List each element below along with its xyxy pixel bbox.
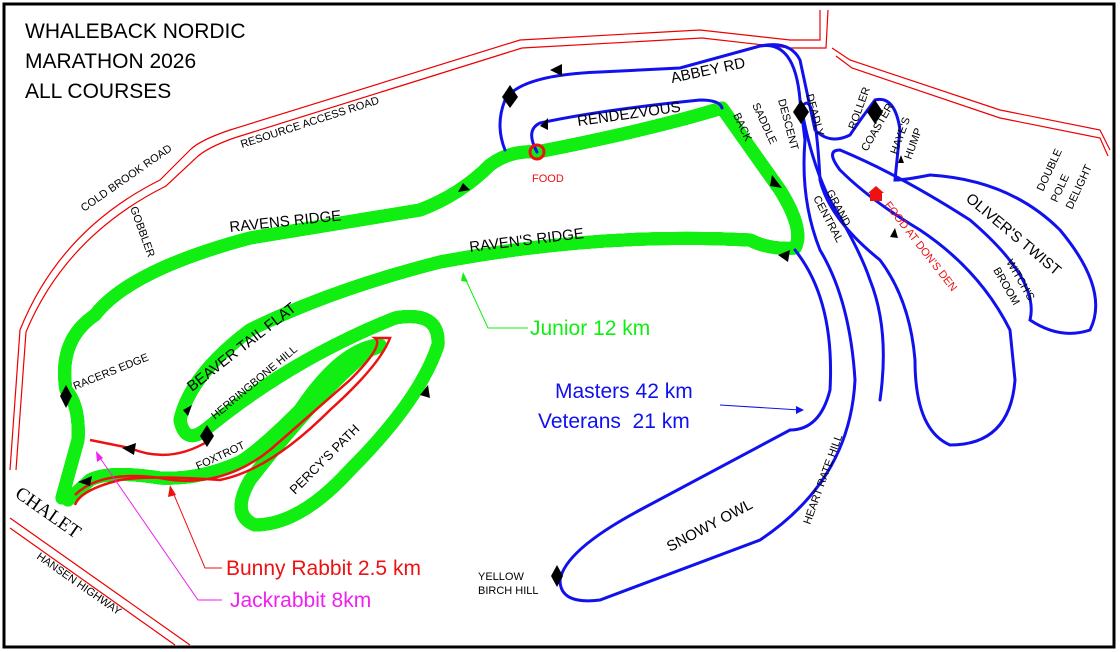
black-diamond-icon — [867, 100, 883, 124]
trail-label: YELLOW — [478, 571, 524, 583]
arrow-icon — [78, 476, 92, 486]
masters-olivers-twist — [758, 43, 1098, 447]
map-title-line: MARATHON 2026 — [25, 50, 196, 73]
arrow-icon — [540, 118, 548, 130]
arrow-icon — [898, 155, 904, 163]
legend-jackrabbit: Jackrabbit 8km — [230, 589, 371, 612]
legend-masters: Masters 42 km — [555, 380, 693, 403]
black-diamond-icon — [793, 100, 809, 124]
arrow-icon — [890, 228, 898, 238]
house-icon — [868, 186, 884, 201]
road-edge — [9, 527, 176, 646]
roads — [9, 9, 1111, 646]
road-edge — [9, 10, 821, 471]
main-course — [55, 101, 798, 532]
direction-markers — [60, 64, 904, 587]
road-edge — [15, 9, 829, 471]
arrow-icon — [458, 183, 470, 192]
food-label: FOOD — [532, 173, 564, 185]
black-diamond-icon — [200, 425, 214, 447]
black-diamond-icon — [60, 385, 72, 408]
masters-snowy-owl — [558, 98, 857, 603]
arrow-icon — [122, 443, 136, 455]
road-edge — [835, 55, 1109, 157]
food-station-marker — [528, 143, 546, 161]
arrow-icon — [550, 64, 562, 76]
arrow-icon — [778, 250, 790, 262]
road-edge — [831, 47, 1111, 151]
masters-rendezvous — [530, 98, 724, 154]
legend-veterans: Veterans 21 km — [538, 410, 690, 433]
arrow-icon — [420, 385, 430, 398]
map-title-line: WHALEBACK NORDIC — [25, 20, 246, 43]
road-edge — [9, 517, 191, 646]
legend-bunny-rabbit: Bunny Rabbit 2.5 km — [226, 557, 421, 580]
legend-junior: Junior 12 km — [530, 317, 650, 340]
black-diamond-icon — [551, 565, 563, 587]
arrow-icon — [183, 405, 192, 416]
trail-label: BIRCH HILL — [478, 585, 539, 597]
legend-leaders — [96, 272, 804, 601]
arrow-icon — [770, 175, 782, 188]
map-title-line: ALL COURSES — [25, 80, 171, 103]
black-diamond-icon — [502, 85, 518, 108]
